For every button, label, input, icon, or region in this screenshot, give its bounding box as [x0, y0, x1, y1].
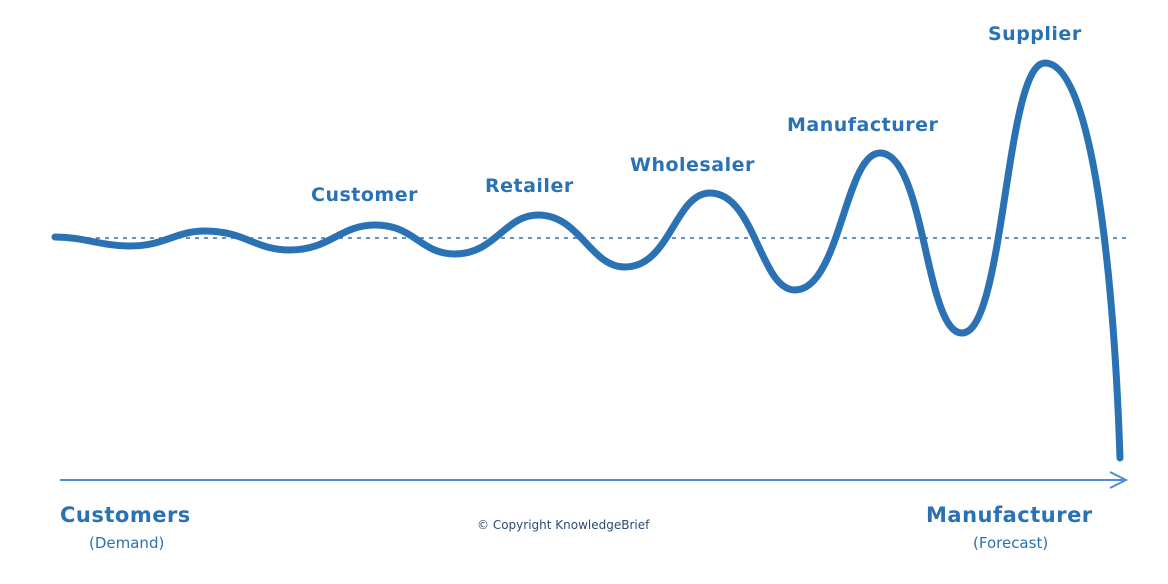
stage-label-manufacturer: Manufacturer [787, 114, 939, 136]
stage-label-customer: Customer [311, 184, 418, 206]
stage-label-wholesaler: Wholesaler [630, 154, 755, 176]
axis-start-label: Customers [60, 503, 191, 527]
axis-start-sublabel: (Demand) [89, 534, 165, 552]
axis-end-label: Manufacturer [926, 503, 1093, 527]
stage-label-supplier: Supplier [988, 23, 1082, 45]
arrow-head-icon [1109, 471, 1129, 489]
axis-end-sublabel: (Forecast) [973, 534, 1049, 552]
demand-wave [51, 59, 1124, 462]
stage-label-retailer: Retailer [485, 175, 574, 197]
copyright-text: © Copyright KnowledgeBrief [477, 518, 650, 532]
